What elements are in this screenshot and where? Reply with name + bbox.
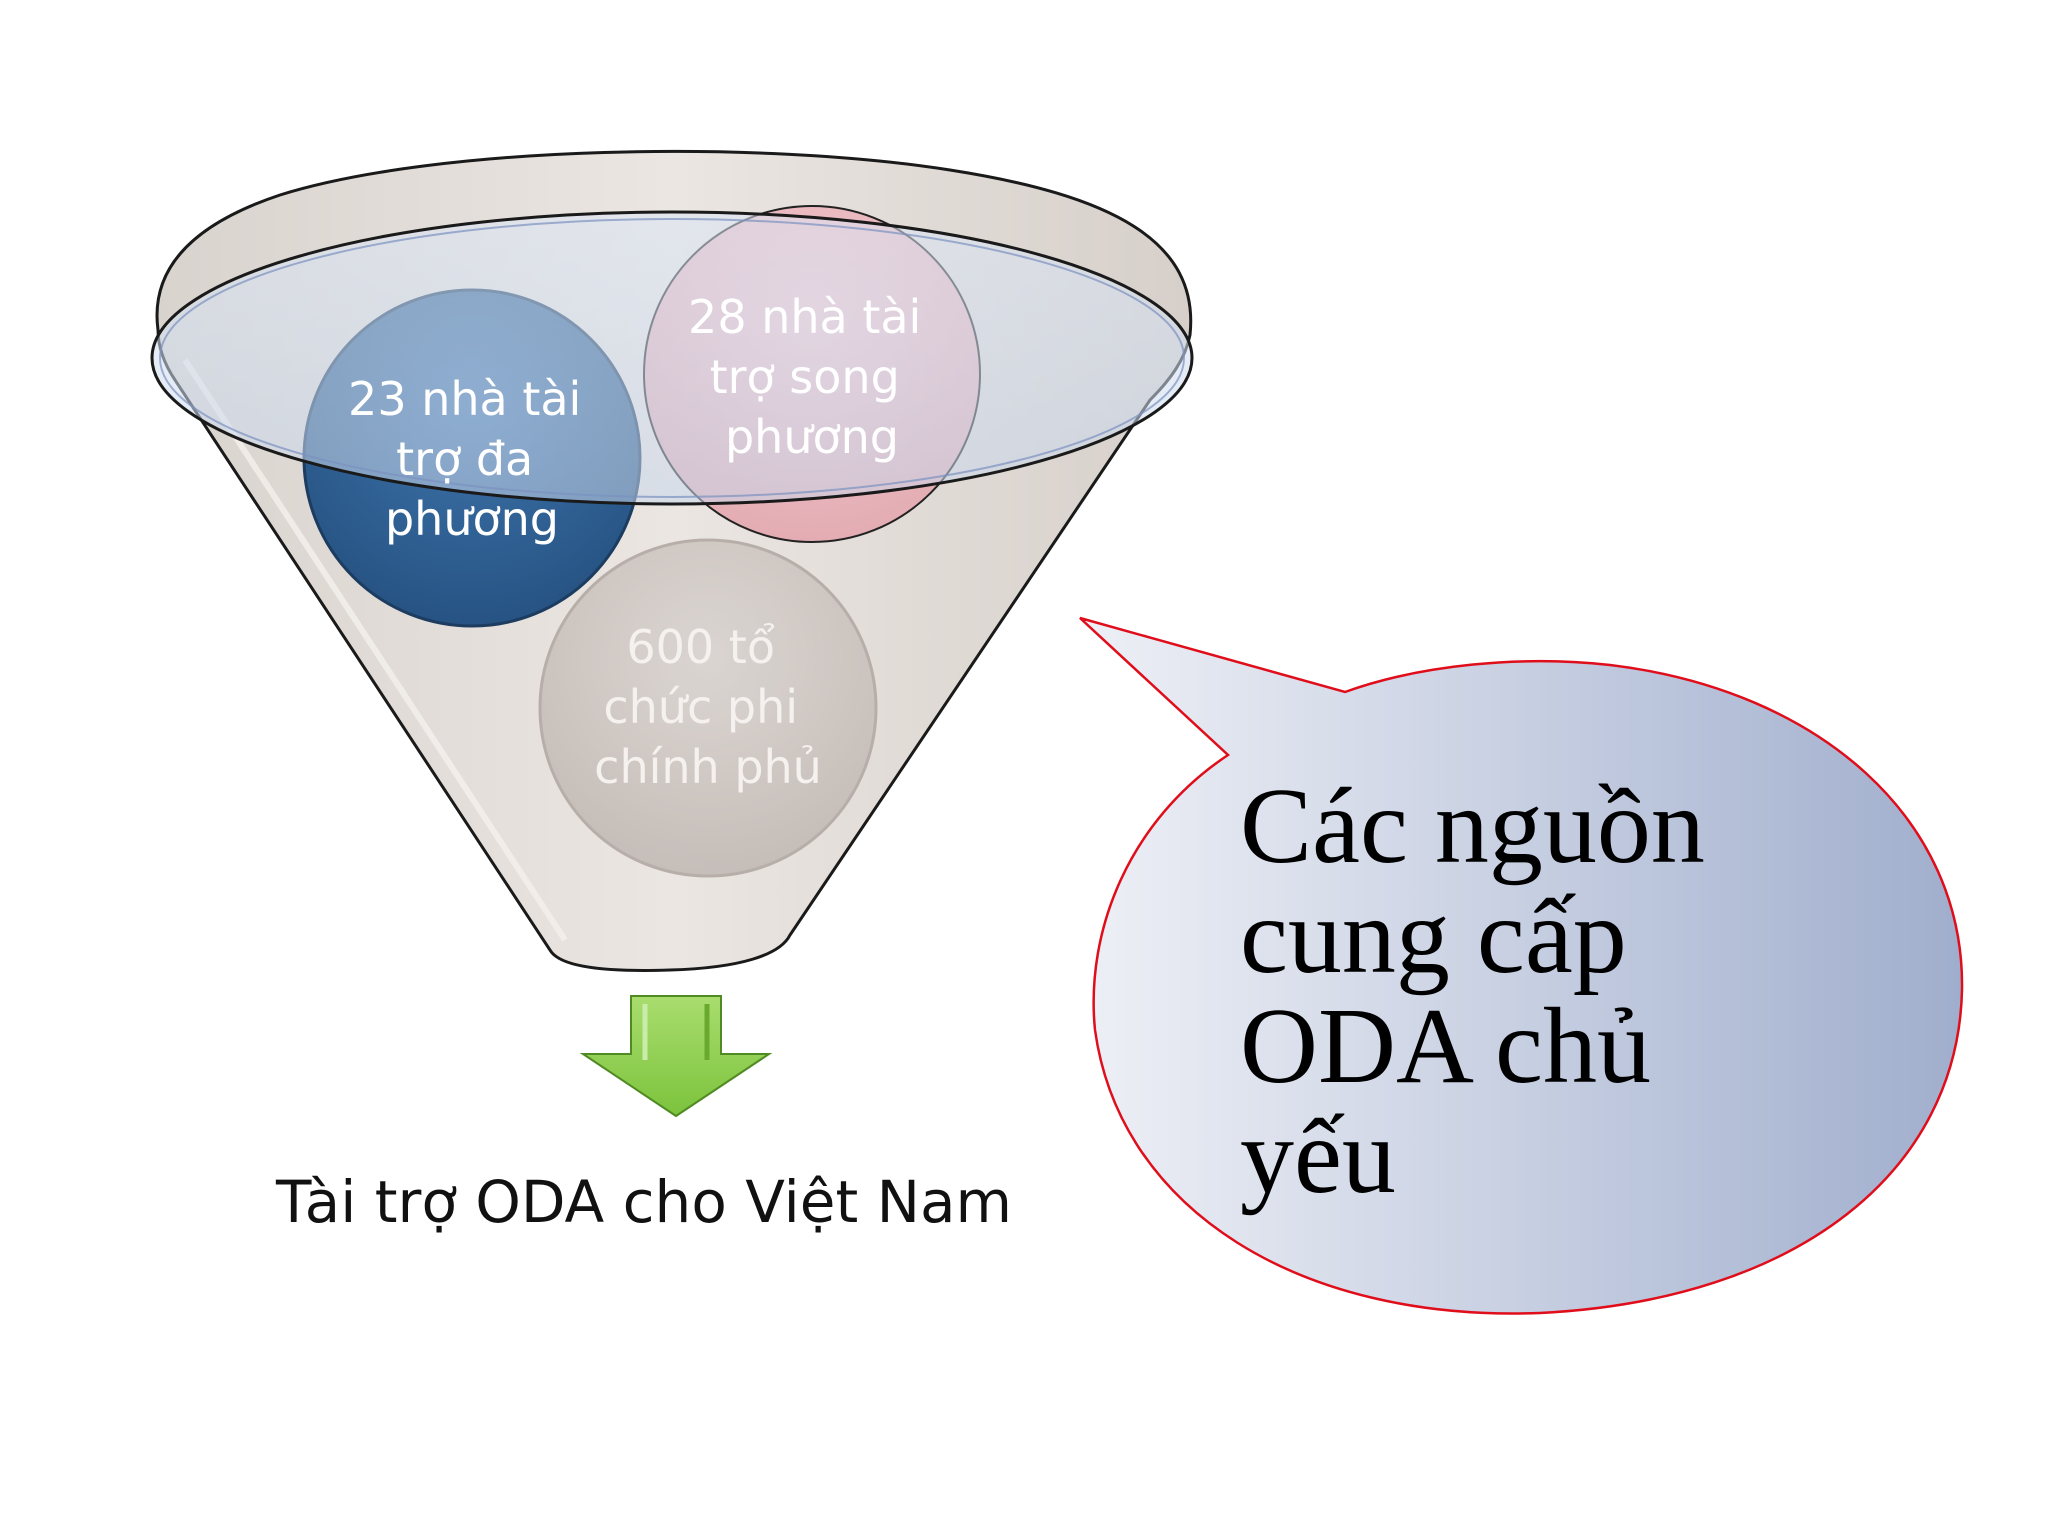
callout-line: yếu bbox=[1240, 1097, 1396, 1216]
callout-bubble bbox=[1079, 616, 1964, 1315]
callout-text: Các nguồn cung cấp ODA chủ yếu bbox=[1240, 767, 1732, 1216]
ngo-label-line: chức phi bbox=[603, 680, 798, 734]
output-label: Tài trợ ODA cho Việt Nam bbox=[275, 1168, 1012, 1236]
multilateral-label: 23 nhà tài trợ đa phương bbox=[348, 372, 596, 546]
circle-ngo bbox=[538, 538, 878, 878]
funnel-rim bbox=[150, 210, 1194, 506]
callout-line: ODA chủ bbox=[1240, 987, 1651, 1106]
bilateral-label-line: trợ song bbox=[710, 350, 900, 404]
bilateral-label: 28 nhà tài trợ song phương bbox=[688, 290, 936, 464]
ngo-label-line: chính phủ bbox=[594, 740, 822, 794]
ngo-circle-shape bbox=[538, 538, 878, 878]
callout-line: cung cấp bbox=[1240, 877, 1627, 996]
callout-shape bbox=[1079, 616, 1964, 1315]
callout-line: Các nguồn bbox=[1240, 767, 1705, 886]
multilateral-label-line: trợ đa bbox=[396, 432, 533, 486]
ngo-label: 600 tổ chức phi chính phủ bbox=[594, 620, 822, 794]
ngo-label-line: 600 tổ bbox=[626, 620, 775, 674]
multilateral-label-line: 23 nhà tài bbox=[348, 372, 581, 426]
down-arrow-icon bbox=[579, 995, 773, 1118]
bilateral-label-line: phương bbox=[725, 410, 899, 464]
bilateral-label-line: 28 nhà tài bbox=[688, 290, 921, 344]
multilateral-label-line: phương bbox=[385, 492, 559, 546]
